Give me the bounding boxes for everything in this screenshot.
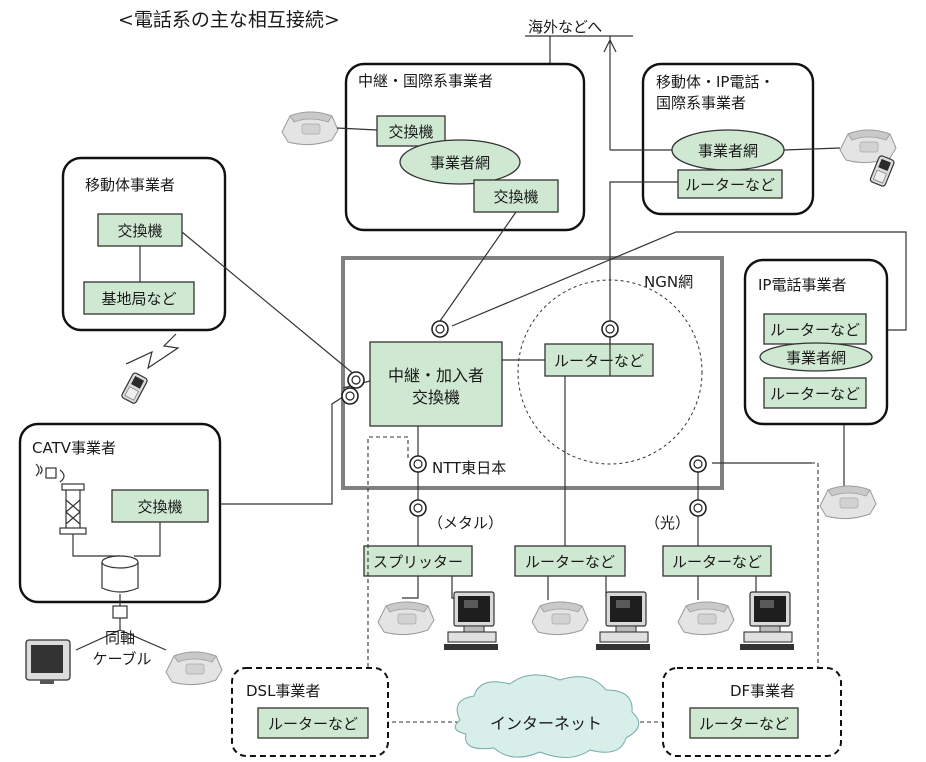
home-router-right-label: ルーターなど xyxy=(672,553,762,571)
splitter-label: スプリッター xyxy=(373,553,463,571)
center-pc-icon xyxy=(595,591,651,651)
relay-carrier-net-label: 事業者網 xyxy=(430,154,490,172)
antenna-icon xyxy=(35,463,87,535)
ngn-label: NGN網 xyxy=(644,273,693,291)
mobile-base-station-label: 基地局など xyxy=(101,290,176,308)
overseas-label: 海外などへ xyxy=(528,18,602,36)
ipp-router-2-label: ルーターなど xyxy=(770,385,860,403)
relay-switch-1 xyxy=(376,115,446,147)
mobile-base-station xyxy=(83,281,195,315)
catv-switch-label: 交換機 xyxy=(137,498,182,516)
home-router-center xyxy=(514,545,626,577)
home-router-right xyxy=(662,545,772,577)
ngn-switch-label-1: 中継・加入者 xyxy=(388,366,484,385)
relay-carrier-net xyxy=(399,139,521,185)
ntt-east-label: NTT東日本 xyxy=(432,459,506,477)
ngn-switch-label-2: 交換機 xyxy=(412,388,460,407)
metal-label: （メタル） xyxy=(428,514,503,532)
ipp-phone-icon xyxy=(819,485,877,520)
internet-label: インターネット xyxy=(490,714,602,733)
df-router xyxy=(689,707,799,739)
dsl-router-label: ルーターなど xyxy=(268,715,358,733)
relay-switch-2-label: 交換機 xyxy=(493,188,538,206)
ipp-router-2 xyxy=(763,377,867,409)
splitter xyxy=(363,545,473,577)
df-router-label: ルーターなど xyxy=(699,715,789,733)
org-ip-phone-label: IP電話事業者 xyxy=(758,276,846,294)
mobile-handset-icon xyxy=(120,371,149,405)
coax-label-1: 同軸 xyxy=(105,629,135,647)
metal-pc-icon xyxy=(443,591,499,651)
ipp-router-1-label: ルーターなど xyxy=(770,321,860,339)
coax-junction xyxy=(112,605,128,619)
mobile-switch-label: 交換機 xyxy=(117,222,162,240)
optical-label: （光） xyxy=(645,514,690,532)
mip-carrier-net-label: 事業者網 xyxy=(698,142,758,160)
ngn-router xyxy=(544,343,654,377)
home-router-center-label: ルーターなど xyxy=(525,553,615,571)
catv-phone-icon xyxy=(165,651,223,686)
ngn-switch xyxy=(369,341,503,427)
org-mobile-label: 移動体事業者 xyxy=(85,176,175,194)
ipp-carrier-net xyxy=(759,342,873,372)
ngn-network xyxy=(341,256,724,490)
relay-phone-icon xyxy=(281,111,339,146)
optical-phone-icon xyxy=(677,601,735,636)
center-phone-icon xyxy=(531,601,589,636)
org-mobile-ip-intl-label-1: 移動体・IP電話・ xyxy=(656,73,774,91)
tv-icon xyxy=(25,639,71,684)
ipp-carrier-net-label: 事業者網 xyxy=(786,349,846,367)
mip-router-label: ルーターなど xyxy=(685,176,775,194)
dsl-router xyxy=(257,707,369,739)
relay-switch-1-label: 交換機 xyxy=(388,123,433,141)
mobile-switch xyxy=(97,213,183,247)
internet-cloud xyxy=(454,674,640,758)
metal-phone-icon xyxy=(377,601,435,636)
mip-router xyxy=(677,169,783,199)
org-df-label: DF事業者 xyxy=(730,682,795,700)
org-dsl-label: DSL事業者 xyxy=(246,682,320,700)
optical-pc-icon xyxy=(739,591,795,651)
ngn-router-label: ルーターなど xyxy=(554,352,644,370)
coax-label-2: ケーブル xyxy=(92,650,151,668)
cylinder-icon xyxy=(101,555,139,593)
org-catv-label: CATV事業者 xyxy=(32,439,116,457)
ipp-router-1 xyxy=(763,313,867,345)
org-mobile-ip-intl-label-2: 国際系事業者 xyxy=(656,94,746,112)
catv-switch xyxy=(111,489,209,523)
diagram-title: <電話系の主な相互接続> xyxy=(118,9,340,31)
org-relay-intl-label: 中継・国際系事業者 xyxy=(358,72,493,90)
